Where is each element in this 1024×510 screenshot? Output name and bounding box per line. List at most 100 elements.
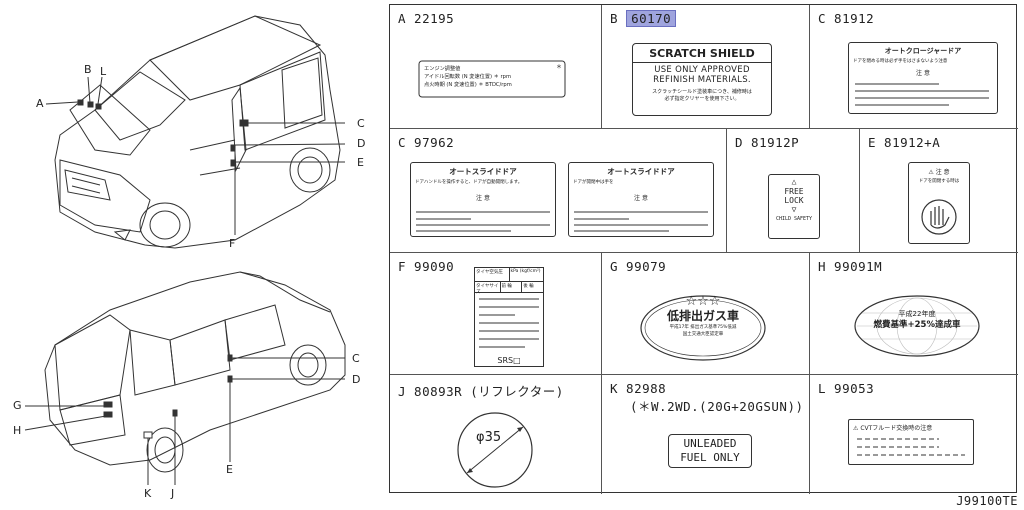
cell-k-82988: K 82988 (＊W.2WD.(20G+20GSUN)) UNLEADED FU… (602, 375, 810, 494)
callout-j-bottom: J (171, 487, 175, 500)
label-h-drawing (854, 295, 980, 357)
label-f-c2: 前 輪 (501, 282, 523, 292)
part-code: D 81912P (735, 135, 800, 150)
label-d-lock: LOCK (784, 196, 804, 205)
cell-a-22195: A 22195 エンジン調整値 アイドル回転数 (N 変速位置) ＊ rpm 点… (390, 5, 602, 129)
callout-b-top: B (84, 63, 92, 76)
part-code-prefix: B (610, 11, 619, 26)
label-b-line4: 必ず指定クリヤーを使用下さい。 (664, 96, 740, 102)
label-c2a-title: オートスライドドア (449, 167, 517, 176)
label-a-line3: 点火時期 (N 変速位置) ＊ BTDC/rpm (424, 82, 512, 88)
label-c2b-text: ドアが開閉中は手を (573, 180, 614, 185)
label-h-text: 平成22年度 燃費基準+25%達成車 (852, 309, 982, 331)
label-f-header: タイヤ空気圧 kPa (kgf/cm²) (475, 268, 543, 282)
part-code: C 97962 (398, 135, 455, 150)
warning-icon: ⚠ (928, 169, 934, 176)
label-c1-title: オートクロージャードア (884, 47, 962, 55)
car-front-view (54, 15, 341, 249)
label-g-main: 低排出ガス車 (666, 309, 739, 323)
part-code-highlight[interactable]: 60170 (626, 10, 677, 27)
label-b-line2: REFINISH MATERIALS. (653, 75, 751, 85)
label-c2a-drawing: オートスライドドア ドアハンドルを操作すると、ドアが自動開閉します。 注 意 (410, 162, 556, 237)
label-f-lines (479, 298, 539, 348)
up-arrow-icon: △ (791, 177, 797, 186)
callout-l-top: L (100, 65, 107, 78)
reflector-dimension: φ35 (476, 430, 502, 445)
callout-e-top: E (357, 156, 364, 169)
cell-j-80893r: J 80893R (リフレクター) φ35 (390, 375, 602, 494)
callout-c-bottom: C (352, 352, 360, 365)
label-f-foot: SRS□ (497, 356, 521, 365)
label-h-line2: 燃費基準+25%達成車 (873, 320, 961, 330)
car-diagram (24, 15, 346, 485)
label-c1-caution: 注 意 (916, 70, 930, 77)
label-l-lines (857, 438, 965, 456)
label-b-line3: スクラッチシールド塗装車につき、補修時は (652, 89, 752, 95)
label-l-title-text: CVTフルード交換時の注意 (860, 425, 933, 432)
cell-l-99053: L 99053 ⚠ CVTフルード交換時の注意 (810, 375, 1018, 494)
label-b-title: SCRATCH SHIELD (633, 47, 771, 63)
label-a-text: エンジン調整値 アイドル回転数 (N 変速位置) ＊ rpm 点火時期 (N 変… (424, 65, 562, 89)
part-code: H 99091M (818, 259, 883, 274)
callout-k-bottom: K (144, 487, 152, 500)
warning-icon: ⚠ (853, 425, 859, 432)
part-code: L 99053 (818, 381, 875, 396)
cell-b-60170: B 60170 SCRATCH SHIELD USE ONLY APPROVED… (602, 5, 810, 129)
label-c2a-lines (416, 211, 550, 232)
part-code: B 60170 (610, 10, 677, 27)
part-code: E 81912+A (868, 135, 941, 150)
label-f-c1: タイヤサイズ (475, 282, 501, 295)
part-code-main: K 82988 (610, 381, 667, 396)
label-grid: A 22195 エンジン調整値 アイドル回転数 (N 変速位置) ＊ rpm 点… (389, 4, 1018, 494)
callout-d-top: D (357, 137, 366, 150)
label-c2a-caution: 注 意 (476, 195, 490, 202)
label-e-drawing: ⚠ 注 意 ドアを開閉する時は (908, 162, 970, 244)
label-b-drawing: SCRATCH SHIELD USE ONLY APPROVED REFINIS… (632, 43, 772, 116)
label-k-drawing: UNLEADED FUEL ONLY (668, 434, 752, 468)
label-l-drawing: ⚠ CVTフルード交換時の注意 (848, 419, 974, 465)
down-arrow-icon: ▽ (791, 205, 797, 214)
label-c1-lines (855, 83, 989, 106)
part-code-sub: (＊W.2WD.(20G+20GSUN)) (630, 399, 804, 414)
cell-g-99079: G 99079 ☆☆☆ 低排出ガス車 平成17年 排出ガス基準75%低減 国土交… (602, 253, 810, 375)
label-e-caution-text: 注 意 (935, 169, 950, 176)
label-b-line1: USE ONLY APPROVED (654, 65, 750, 75)
label-c2b-caution: 注 意 (634, 195, 648, 202)
part-code: F 99090 (398, 259, 455, 274)
callout-c-top: C (357, 117, 365, 130)
label-d-free: FREE (784, 187, 804, 196)
label-c2b-title: オートスライドドア (607, 167, 675, 176)
callout-a-top: A (36, 97, 44, 110)
car-rear-view (44, 271, 346, 473)
hand-caution-icon (921, 199, 957, 235)
cell-e-81912a: E 81912+A ⚠ 注 意 ドアを開閉する時は (860, 129, 1018, 253)
label-h-line1: 平成22年度 (898, 310, 936, 318)
label-a-line1: エンジン調整値 (424, 66, 461, 72)
cell-h-99091m: H 99091M 平成22年度 燃費基準+25%達成車 (810, 253, 1018, 375)
cell-c-97962: C 97962 オートスライドドア ドアハンドルを操作すると、ドアが自動開閉しま… (390, 129, 727, 253)
label-l-title: ⚠ CVTフルード交換時の注意 (853, 423, 969, 432)
label-g-drawing (640, 295, 766, 361)
label-g-sub1: 平成17年 排出ガス基準75%低減 (669, 325, 737, 330)
part-code: C 81912 (818, 11, 875, 26)
part-code: G 99079 (610, 259, 667, 274)
label-e-caution: ⚠ 注 意 (909, 167, 969, 176)
label-c1-drawing: オートクロージャードア ドアを閉める時は必ず手をはさまないよう注意 注 意 (848, 42, 998, 114)
part-code: K 82988 (＊W.2WD.(20G+20GSUN)) (610, 381, 804, 415)
label-c2b-drawing: オートスライドドア ドアが開閉中は手を 注 意 (568, 162, 714, 237)
label-g-stars: ☆☆☆ (685, 294, 721, 309)
callout-e-bottom: E (226, 463, 233, 476)
label-k-line1: UNLEADED (683, 437, 737, 450)
callout-h-bottom: H (13, 424, 22, 437)
label-f-h1: タイヤ空気圧 (475, 268, 510, 281)
label-c2b-lines (574, 211, 708, 232)
label-g-text: ☆☆☆ 低排出ガス車 平成17年 排出ガス基準75%低減 国土交通大臣認定車 (638, 295, 768, 338)
label-f-drawing: タイヤ空気圧 kPa (kgf/cm²) タイヤサイズ 前 輪 後 輪 SRS□ (474, 267, 544, 367)
cell-f-99090: F 99090 タイヤ空気圧 kPa (kgf/cm²) タイヤサイズ 前 輪 … (390, 253, 602, 375)
diagram-ref-code: J99100TE (956, 494, 1018, 508)
label-a-drawing (418, 60, 566, 98)
label-f-h2: kPa (kgf/cm²) (510, 269, 541, 274)
label-a-star: ＊ (556, 64, 563, 71)
label-e-text: ドアを開閉する時は (918, 179, 960, 184)
cell-d-81912p: D 81912P △ FREE LOCK ▽ CHILD SAFETY (727, 129, 860, 253)
